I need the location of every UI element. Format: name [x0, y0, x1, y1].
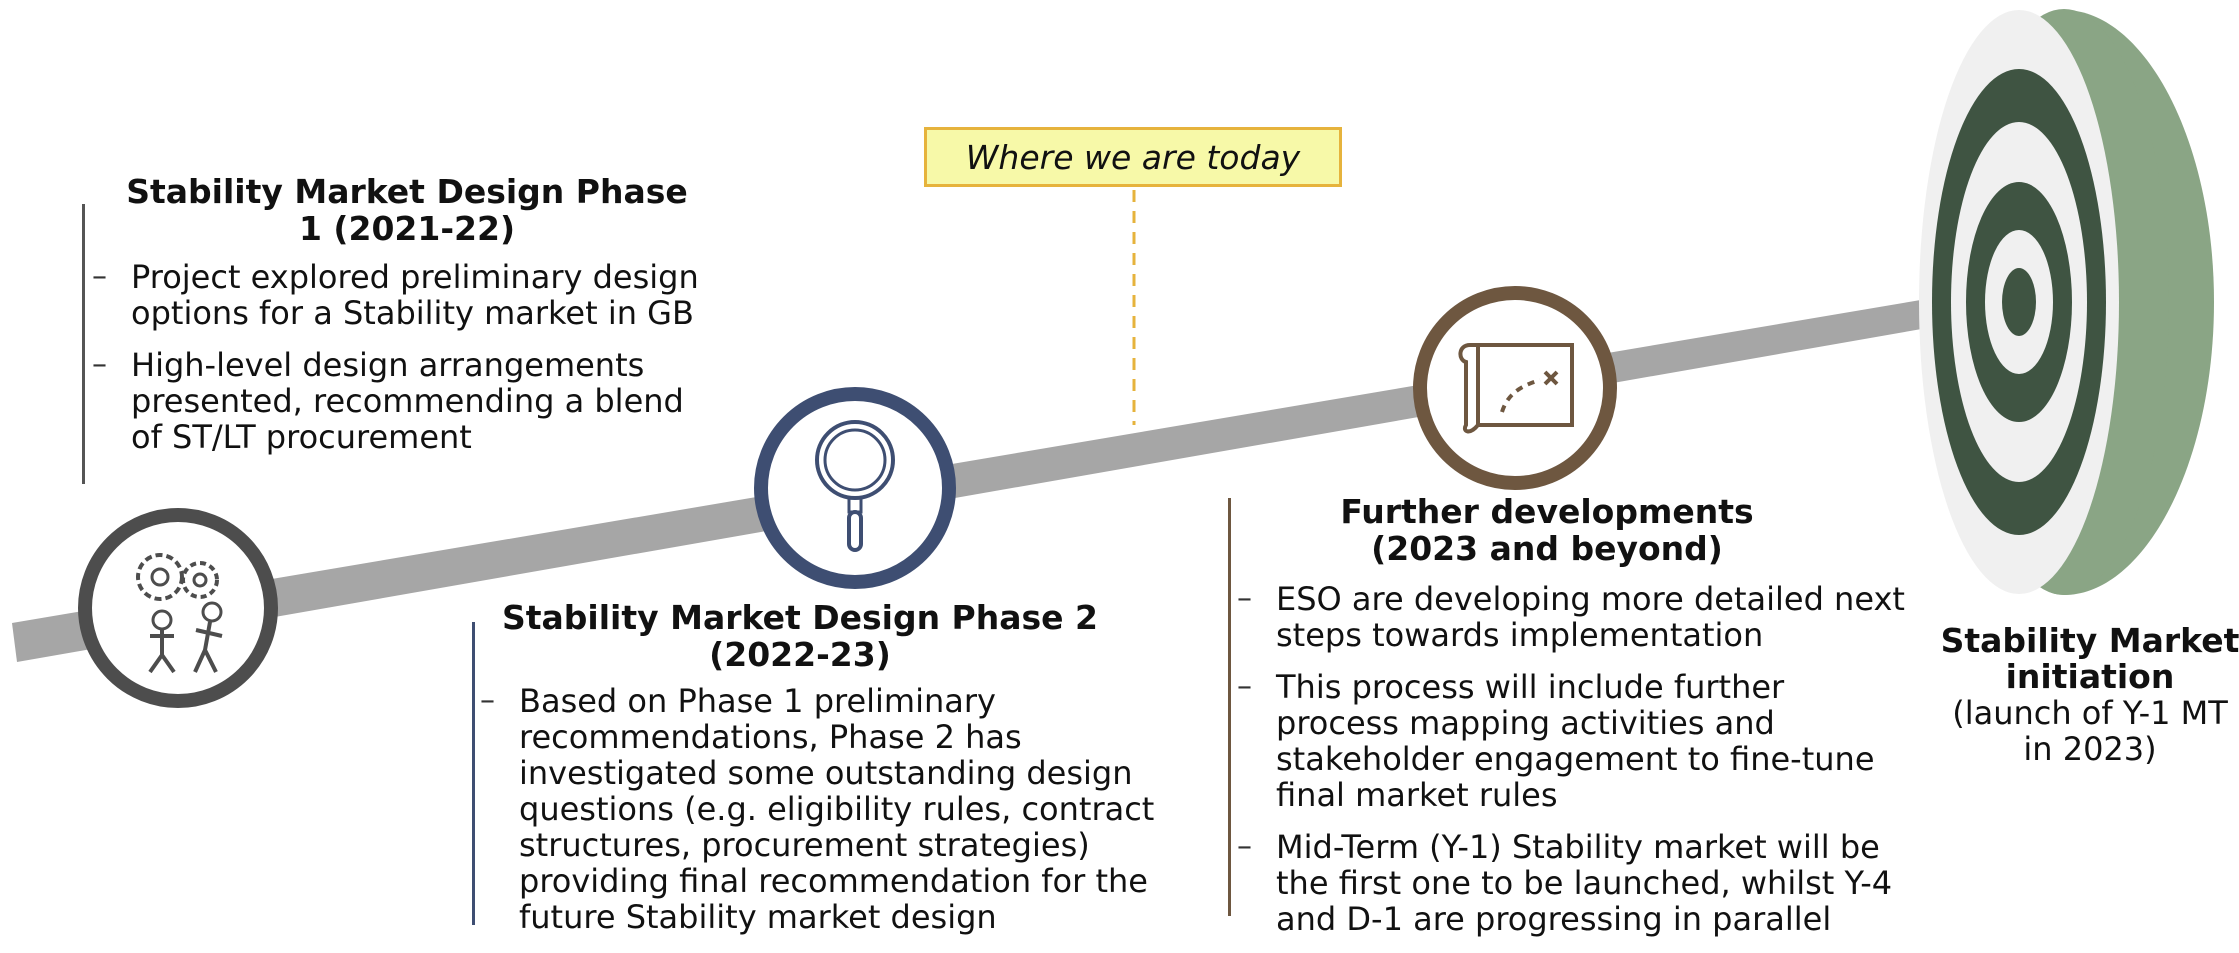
list-item: Mid-Term (Y-1) Stability market will be …: [1237, 829, 1917, 937]
phase2-title: Stability Market Design Phase 2 (2022-23…: [502, 598, 1098, 674]
further-block: Further developments (2023 and beyond) E…: [1237, 493, 1917, 953]
list-item: Based on Phase 1 preliminary recommendat…: [480, 683, 1180, 935]
phase2-divider: [472, 622, 475, 925]
gears-people-icon: [78, 508, 278, 708]
phase1-bullets: Project explored preliminary design opti…: [92, 259, 722, 455]
further-bullets: ESO are developing more detailed next st…: [1237, 581, 1917, 937]
phase2-block: Stability Market Design Phase 2 (2022-23…: [480, 599, 1180, 951]
target-subtitle: (launch of Y-1 MT in 2023): [1952, 694, 2228, 768]
further-divider: [1228, 498, 1231, 916]
target-title: Stability Market initiation: [1940, 621, 2239, 696]
list-item: ESO are developing more detailed next st…: [1237, 581, 1917, 653]
phase1-divider: [82, 204, 85, 484]
list-item: This process will include further proces…: [1237, 669, 1917, 813]
phase1-block: Stability Market Design Phase 1 (2021-22…: [92, 173, 722, 471]
target-label: Stability Market initiation (launch of Y…: [1940, 621, 2239, 768]
further-title: Further developments (2023 and beyond): [1340, 492, 1754, 568]
bullseye-target-icon: [1919, 9, 2214, 595]
map-icon: [1413, 286, 1617, 490]
list-item: Project explored preliminary design opti…: [92, 259, 722, 331]
phase2-bullets: Based on Phase 1 preliminary recommendat…: [480, 683, 1180, 935]
magnifying-glass-icon: [754, 387, 956, 589]
phase1-title: Stability Market Design Phase 1 (2021-22…: [126, 172, 688, 248]
list-item: High-level design arrangements presented…: [92, 347, 722, 455]
today-label: Where we are today: [924, 127, 1342, 187]
